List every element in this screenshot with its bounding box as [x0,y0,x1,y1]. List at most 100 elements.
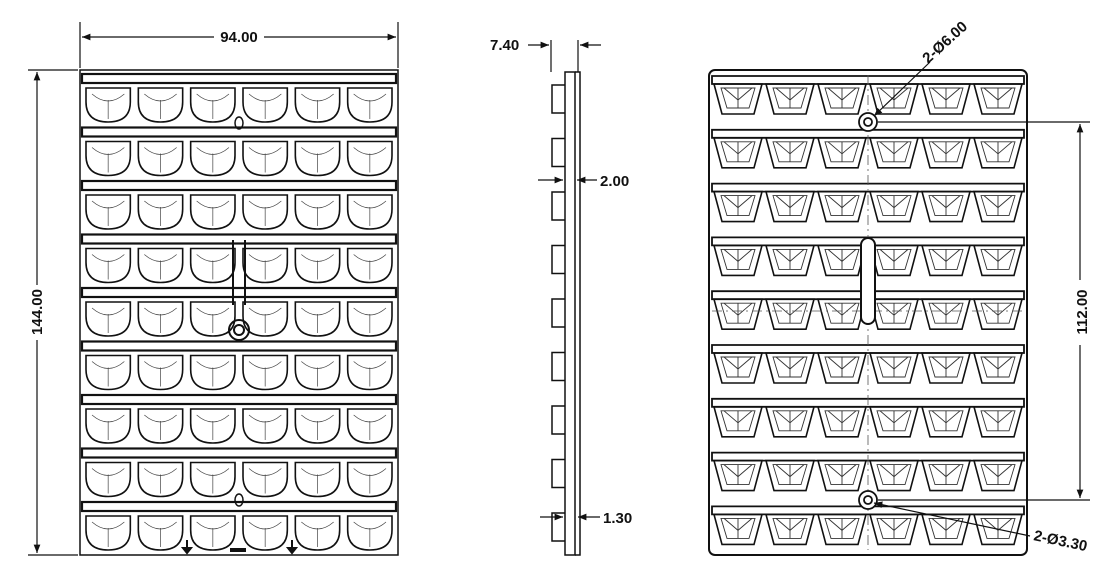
front-lens-detail [353,468,387,494]
back-lens-detail [928,517,964,539]
back-lens-detail [772,302,808,324]
back-lens-detail [824,302,860,324]
front-lens-cell [85,140,132,177]
front-lens-cell [242,515,289,551]
back-lens-cell [972,298,1024,330]
back-lens-detail [928,195,964,217]
back-lens-detail [980,248,1016,270]
back-lens-detail [876,517,912,539]
back-lens-cell [764,244,816,277]
thickness-dimension [528,40,601,72]
back-view: 2-Ø6.00 2-Ø3.30 112.00 [708,18,1091,556]
front-lens-cell [189,140,236,177]
front-lens-detail [91,468,125,494]
back-lens-detail [928,248,964,270]
back-center-slot [860,237,876,325]
back-lens-detail [824,410,860,432]
back-lens-detail [876,302,912,324]
front-lens-cell [346,354,393,391]
back-lens-detail [772,141,808,163]
back-lens-cell [712,244,764,277]
back-lens-cell [712,459,764,492]
front-lens-detail [301,147,334,173]
front-lens-cell [137,354,184,391]
front-lens-detail [248,93,282,119]
front-row-bar [80,233,398,245]
back-lens-cell [920,298,972,330]
front-lens-detail [248,414,282,440]
back-lens-cell [764,190,816,223]
back-lens-cell [816,352,868,384]
front-lens-cell [85,461,132,498]
front-lens-detail [91,200,125,226]
front-lens-cell [189,87,236,123]
back-row-band [711,397,1025,408]
front-row-bar [80,179,398,192]
back-lens-detail [980,141,1016,163]
front-lens-detail [301,307,334,333]
front-lens-cell [137,461,184,498]
back-lens-cell [764,352,816,384]
front-lens-detail [196,147,230,173]
front-lens-cell [346,301,393,337]
front-lens-detail [248,307,282,333]
front-lens-cell [85,301,132,337]
back-lens-cell [868,190,920,223]
front-lens-cell [85,247,132,284]
front-lens-detail [144,414,177,440]
back-lens-cell [764,459,816,492]
back-lens-detail [720,195,756,217]
front-lens-cell [346,408,393,444]
front-lens-detail [196,361,230,387]
back-row-band [711,75,1025,85]
front-lens-detail [248,521,282,547]
front-lens-detail [248,468,282,494]
front-row-bar [80,126,398,138]
side-lens-profile [551,351,565,382]
front-lens-detail [144,521,177,547]
front-lens-detail [196,200,230,226]
back-lens-detail [876,195,912,217]
back-lens-detail [824,356,860,378]
hole-spacing-label: 112.00 [1074,289,1091,334]
front-lens-detail [91,521,125,547]
back-lens-detail [824,87,860,109]
back-lens-cell [868,513,920,546]
back-lens-detail [720,517,756,539]
front-lens-detail [353,200,387,226]
side-profile [551,71,581,556]
front-lens-cell [242,408,289,444]
front-lens-cell [294,140,341,177]
hole-large-leader [873,61,931,117]
hole-small-leader [873,501,1031,537]
front-lens-detail [248,361,282,387]
front-lens-detail [144,254,177,280]
back-row-band [711,128,1025,139]
back-lens-cell [712,513,764,546]
side-lens-profile [551,405,565,435]
front-lens-detail [196,414,230,440]
back-lens-cell [920,244,972,277]
back-lens-grid [711,75,1025,546]
front-arrow-markers [180,540,299,555]
front-lens-cell [294,354,341,391]
back-lens-cell [868,83,920,115]
front-lens-detail [91,361,125,387]
back-lens-cell [972,244,1024,277]
hole-large-label: 2-Ø6.00 [919,18,971,67]
front-outline [79,69,399,556]
front-row-bar [80,340,398,352]
front-lens-detail [248,200,282,226]
front-row-bar [80,72,398,85]
width-label: 94.00 [220,29,258,46]
back-lens-cell [868,406,920,438]
hole-spacing-dimension [878,121,1090,501]
front-lens-cell [242,461,289,498]
front-lens-detail [91,414,125,440]
front-lens-detail [301,468,334,494]
front-lens-cell [85,515,132,551]
back-lens-cell [712,352,764,384]
side-view: 7.40 2.00 1.30 [490,37,632,556]
front-lens-cell [85,87,132,123]
